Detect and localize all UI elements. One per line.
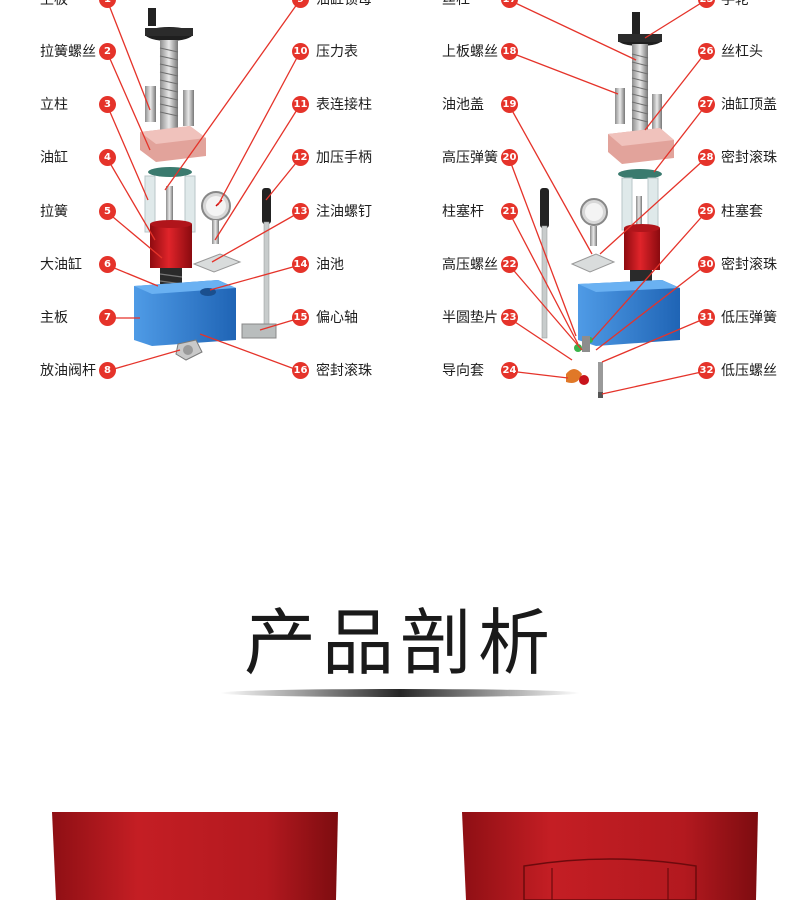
- part-badge-28: 28: [698, 149, 715, 166]
- part-label-2: 拉簧螺丝: [40, 44, 96, 60]
- part-label-13: 注油螺钉: [316, 204, 372, 220]
- part-label-7: 主板: [40, 310, 68, 326]
- part-label-9: 油缸锁母: [316, 0, 372, 8]
- part-label-31: 低压弹簧: [721, 310, 777, 326]
- part-label-23: 半圆垫片: [442, 310, 498, 326]
- part-label-17: 丝杠: [442, 0, 470, 8]
- section-title: 产品剖析: [0, 598, 800, 688]
- part-label-8: 放油阀杆: [40, 363, 96, 379]
- part-badge-6: 6: [99, 256, 116, 273]
- part-label-25: 手轮: [721, 0, 749, 8]
- part-badge-24: 24: [501, 362, 518, 379]
- part-badge-22: 22: [501, 256, 518, 273]
- part-badge-16: 16: [292, 362, 309, 379]
- part-label-26: 丝杠头: [721, 44, 763, 60]
- title-underline: [220, 689, 580, 697]
- part-badge-15: 15: [292, 309, 309, 326]
- right-press-illustration: [540, 12, 680, 398]
- part-label-5: 拉簧: [40, 204, 68, 220]
- part-label-29: 柱塞套: [721, 204, 763, 220]
- part-badge-7: 7: [99, 309, 116, 326]
- part-label-1: 上板: [40, 0, 68, 8]
- part-label-10: 压力表: [316, 44, 358, 60]
- part-badge-32: 32: [698, 362, 715, 379]
- part-badge-10: 10: [292, 43, 309, 60]
- part-label-16: 密封滚珠: [316, 363, 372, 379]
- part-badge-20: 20: [501, 149, 518, 166]
- part-badge-29: 29: [698, 203, 715, 220]
- part-label-4: 油缸: [40, 150, 68, 166]
- part-label-15: 偏心轴: [316, 310, 358, 326]
- part-label-18: 上板螺丝: [442, 44, 498, 60]
- part-label-32: 低压螺丝: [721, 363, 777, 379]
- part-label-28: 密封滚珠: [721, 150, 777, 166]
- part-badge-23: 23: [501, 309, 518, 326]
- part-badge-13: 13: [292, 203, 309, 220]
- left-press-illustration: [134, 8, 276, 360]
- part-badge-3: 3: [99, 96, 116, 113]
- part-badge-31: 31: [698, 309, 715, 326]
- part-label-30: 密封滚珠: [721, 257, 777, 273]
- part-label-19: 油池盖: [442, 97, 484, 113]
- part-badge-4: 4: [99, 149, 116, 166]
- part-label-11: 表连接柱: [316, 97, 372, 113]
- part-badge-27: 27: [698, 96, 715, 113]
- part-label-27: 油缸顶盖: [721, 97, 777, 113]
- part-badge-5: 5: [99, 203, 116, 220]
- part-label-14: 油池: [316, 257, 344, 273]
- part-label-22: 高压螺丝: [442, 257, 498, 273]
- part-badge-19: 19: [501, 96, 518, 113]
- part-label-6: 大油缸: [40, 257, 82, 273]
- part-badge-14: 14: [292, 256, 309, 273]
- part-badge-21: 21: [501, 203, 518, 220]
- part-badge-18: 18: [501, 43, 518, 60]
- part-badge-8: 8: [99, 362, 116, 379]
- cross-section-cylinders: [52, 812, 758, 900]
- part-badge-12: 12: [292, 149, 309, 166]
- part-badge-11: 11: [292, 96, 309, 113]
- part-badge-2: 2: [99, 43, 116, 60]
- part-label-24: 导向套: [442, 363, 484, 379]
- part-label-3: 立柱: [40, 97, 68, 113]
- part-badge-30: 30: [698, 256, 715, 273]
- part-badge-26: 26: [698, 43, 715, 60]
- part-label-12: 加压手柄: [316, 150, 372, 166]
- part-label-21: 柱塞杆: [442, 204, 484, 220]
- part-label-20: 高压弹簧: [442, 150, 498, 166]
